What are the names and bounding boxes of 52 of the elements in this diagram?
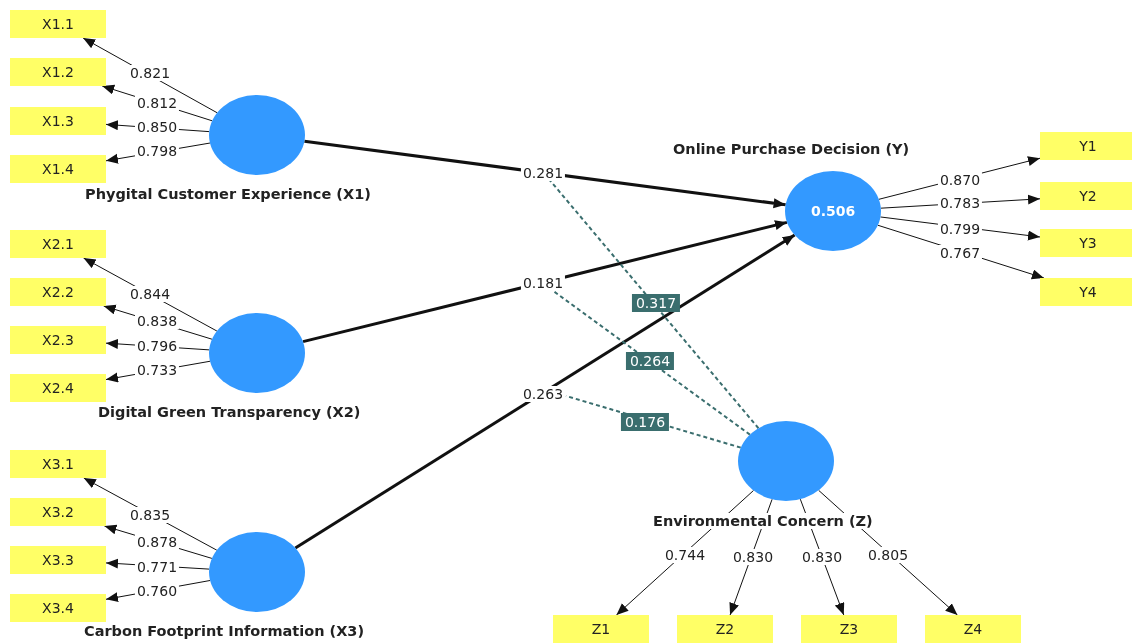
construct-label: Environmental Concern (Z): [653, 513, 873, 529]
edge-label: 0.771: [134, 559, 180, 575]
arrow: [302, 220, 788, 344]
construct-label: Carbon Footprint Information (X3): [84, 623, 365, 639]
edge-label: 0.799: [937, 221, 983, 237]
indicator-box: X3.1: [10, 450, 106, 478]
edge-label: 0.838: [134, 313, 180, 329]
indicator-box: Z3: [801, 615, 897, 643]
edge-label: 0.783: [937, 195, 983, 211]
edge-label: 0.733: [134, 362, 180, 378]
indicator-box: X1.3: [10, 107, 106, 135]
edge-label: 0.878: [134, 534, 180, 550]
construct-label: Online Purchase Decision (Y): [673, 141, 910, 157]
construct-label: Digital Green Transparency (X2): [98, 404, 361, 420]
indicator-box: X3.4: [10, 594, 106, 622]
edge-label: 0.796: [134, 338, 180, 354]
edge-label: 0.798: [134, 143, 180, 159]
indicator-box: X2.4: [10, 374, 106, 402]
edge-label: 0.767: [937, 245, 983, 261]
edge-label: 0.812: [134, 95, 180, 111]
indicator-box: Z4: [925, 615, 1021, 643]
indicator-box: Z2: [677, 615, 773, 643]
r-squared-value: 0.506: [811, 203, 856, 219]
edge-label: 0.830: [730, 549, 776, 565]
indicator-box: X2.2: [10, 278, 106, 306]
edge-label: 0.760: [134, 583, 180, 599]
indicator-box: Y4: [1040, 278, 1132, 306]
arrow: [294, 233, 796, 550]
edge-label: 0.830: [799, 549, 845, 565]
indicator-box: Y1: [1040, 132, 1132, 160]
dashed-line: [551, 289, 751, 436]
edge-label: 0.744: [662, 547, 708, 563]
edge-label: 0.264: [625, 352, 675, 370]
edge-label: 0.176: [620, 413, 670, 431]
construct-label: Phygital Customer Experience (X1): [85, 186, 371, 202]
indicator-box: Z1: [553, 615, 649, 643]
indicator-box: Y3: [1040, 229, 1132, 257]
edge-label: 0.844: [127, 286, 173, 302]
indicator-box: X1.2: [10, 58, 106, 86]
edge-label: 0.181: [520, 275, 566, 291]
arrow: [304, 139, 786, 209]
indicator-box: X2.3: [10, 326, 106, 354]
edge-label: 0.870: [937, 172, 983, 188]
indicator-box: Y2: [1040, 182, 1132, 210]
indicator-box: X3.3: [10, 546, 106, 574]
indicator-box: X1.4: [10, 155, 106, 183]
indicator-box: X1.1: [10, 10, 106, 38]
indicator-box: X3.2: [10, 498, 106, 526]
edge-label: 0.281: [520, 165, 566, 181]
edge-label: 0.850: [134, 119, 180, 135]
indicator-box: X2.1: [10, 230, 106, 258]
edge-label: 0.317: [631, 294, 681, 312]
